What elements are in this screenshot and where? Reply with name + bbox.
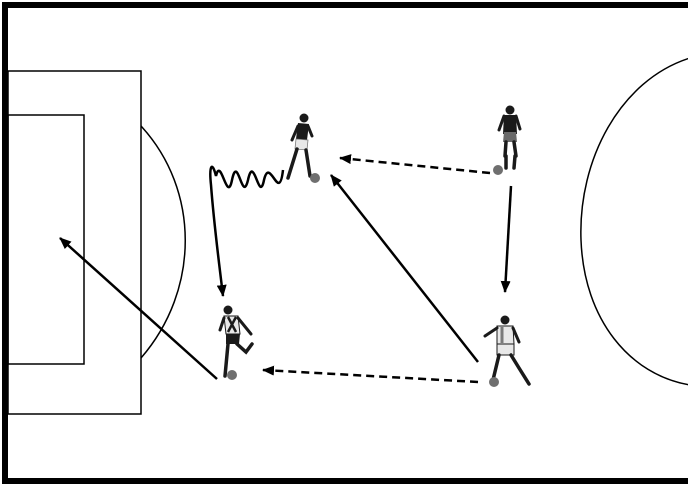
- dribble-top-left-to-bottom-left: [209, 165, 285, 297]
- player-bottom-right: [483, 315, 531, 386]
- run-top-right-to-bottom-right: [500, 185, 513, 293]
- ball-bottom-right: [489, 377, 499, 387]
- player-top-right: [497, 103, 522, 170]
- ball-top-left: [310, 173, 320, 183]
- ball-top-right: [493, 165, 503, 175]
- center-circle: [580, 57, 688, 386]
- pass-bottom-right-to-bottom-left: [262, 365, 479, 384]
- player-top-left: [286, 113, 314, 180]
- penalty-arc: [140, 125, 186, 359]
- ball-bottom-left: [227, 370, 237, 380]
- shot-bottom-left-to-goal: [59, 237, 218, 380]
- player-bottom-left: [218, 305, 254, 378]
- goal-area: [7, 114, 85, 365]
- pass-bottom-right-to-top-left: [330, 174, 479, 363]
